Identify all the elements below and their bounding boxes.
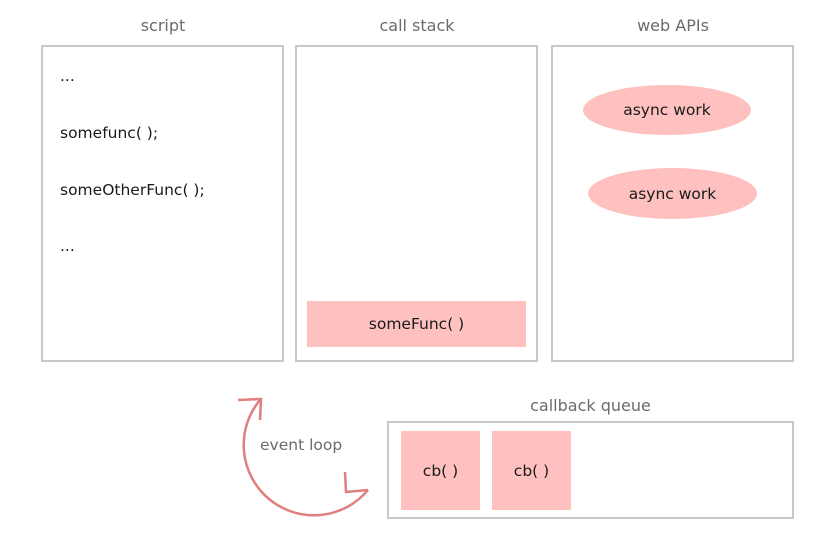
script-line: ... [60,67,75,85]
event-loop-arc [242,399,369,517]
call-stack-frame: someFunc( ) [307,301,526,347]
circular-arrow-icon [237,397,369,517]
callback-item: cb( ) [401,431,480,510]
call-stack-title: call stack [379,16,455,35]
event-loop-label: event loop [260,436,343,454]
script-title: script [140,16,186,35]
arrowhead-top [237,397,263,421]
callback-queue-title: callback queue [530,396,651,415]
script-line: somefunc( ); [60,124,159,142]
script-line: someOtherFunc( ); [60,181,205,199]
callback-item: cb( ) [492,431,571,510]
web-apis-title: web APIs [637,16,709,35]
async-work-item: async work [588,168,757,219]
script-panel [41,45,284,362]
arrowhead-bottom [343,471,369,494]
async-work-item: async work [583,85,751,135]
script-line: ... [60,237,75,255]
